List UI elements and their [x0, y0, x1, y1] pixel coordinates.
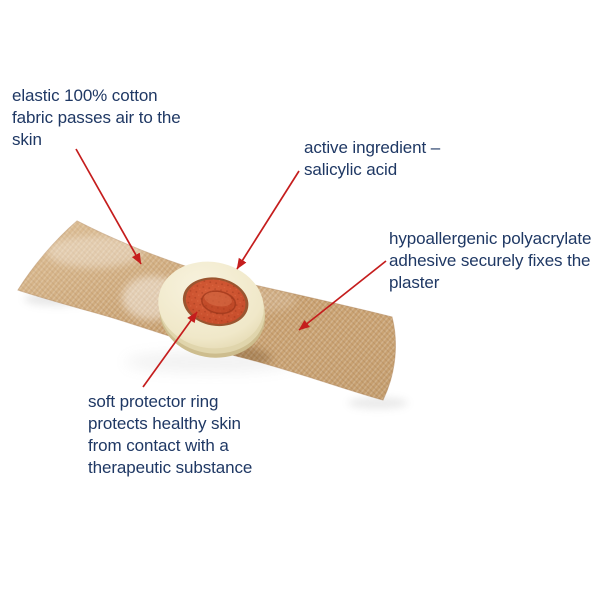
callout-arrow-adhesive [298, 260, 387, 331]
label-active-ingredient: active ingredient – salicylic acid [304, 138, 441, 179]
protector-ring-assembly [158, 261, 266, 358]
callout-arrow-protector-ring [142, 311, 198, 388]
pad-texture [185, 279, 246, 325]
label-fabric: elastic 100% cotton fabric passes air to… [12, 86, 181, 149]
label-protector-ring: soft protector ring protects healthy ski… [88, 392, 253, 477]
label-adhesive: hypoallergenic polyacrylate adhesive sec… [389, 229, 592, 292]
pad-highlight [204, 291, 232, 307]
pad-center-mound [200, 290, 237, 315]
callout-arrow-fabric [75, 148, 142, 265]
callout-arrow-active-ingredient [236, 170, 300, 270]
callout-arrows [75, 148, 387, 388]
